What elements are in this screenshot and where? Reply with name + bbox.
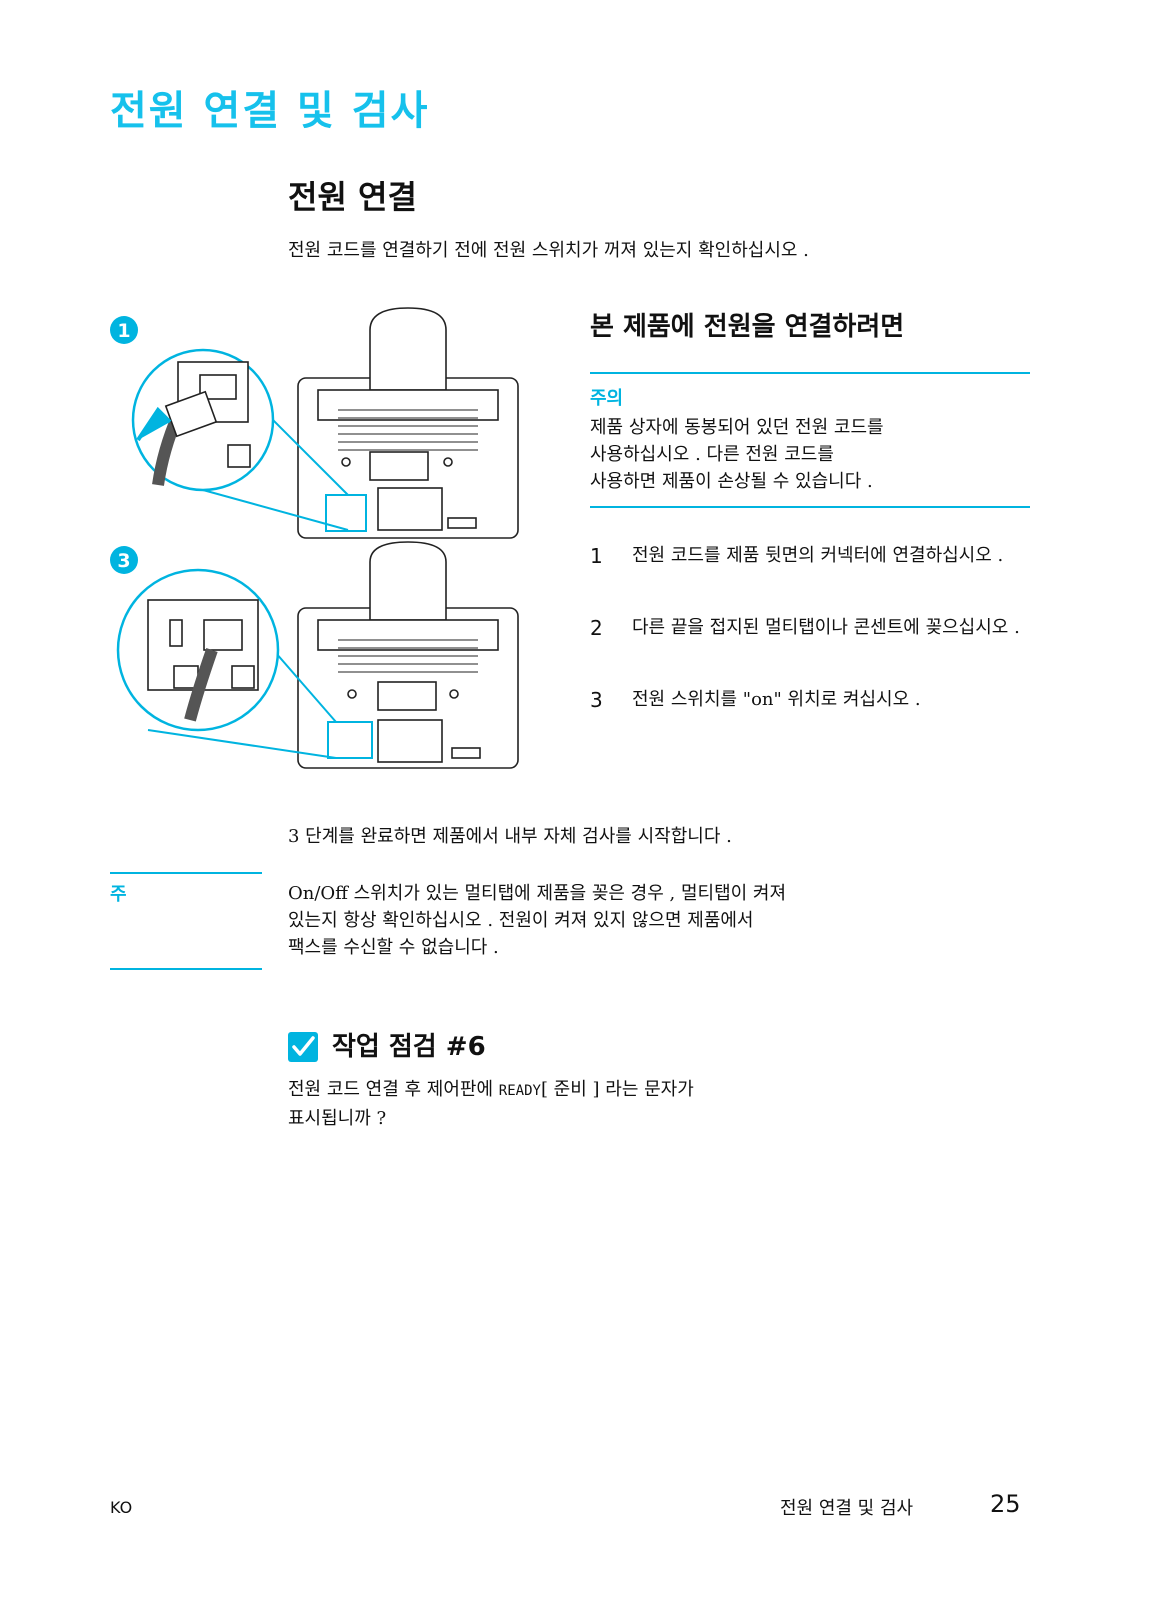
callout-1: 1	[110, 316, 138, 344]
step-text: 다른 끝을 접지된 멀티탭이나 콘센트에 꽂으십시오 .	[632, 617, 1020, 638]
caution-text: 제품 상자에 동봉되어 있던 전원 코드를 사용하십시오 . 다른 전원 코드를…	[590, 414, 1030, 495]
step-text: 전원 코드를 제품 뒷면의 커넥터에 연결하십시오 .	[632, 545, 1004, 566]
step-number: 1	[590, 544, 603, 568]
ready-display-text: READY	[498, 1083, 541, 1099]
intro-text: 전원 코드를 연결하기 전에 전원 스위치가 꺼져 있는지 확인하십시오 .	[288, 240, 809, 261]
procedure-title: 본 제품에 전원을 연결하려면	[590, 312, 905, 342]
checkpoint-line-1: 전원 코드 연결 후 제어판에 READY[ 준비 ] 라는 문자가	[288, 1076, 928, 1105]
checkpoint-title: 작업 점검 #6	[332, 1032, 486, 1062]
note-text: On/Off 스위치가 있는 멀티탭에 제품을 꽂은 경우 , 멀티탭이 켜져 …	[288, 880, 1048, 961]
svg-text:3: 3	[117, 550, 130, 572]
caution-rule-top	[590, 372, 1030, 374]
step-2: 2 다른 끝을 접지된 멀티탭이나 콘센트에 꽂으십시오 .	[590, 614, 1030, 642]
caution-line: 사용하면 제품이 손상될 수 있습니다 .	[590, 471, 873, 492]
note-line: 있는지 항상 확인하십시오 . 전원이 켜져 있지 않으면 제품에서	[288, 910, 754, 931]
step-number: 3	[590, 688, 603, 712]
checkpoint-text-before: 전원 코드 연결 후 제어판에	[288, 1079, 499, 1100]
footer-language: KO	[110, 1498, 133, 1517]
chapter-title: 전원 연결 및 검사	[110, 88, 430, 134]
svg-text:1: 1	[117, 320, 130, 342]
footer-title: 전원 연결 및 검사	[780, 1498, 914, 1519]
note-line: 팩스를 수신할 수 없습니다 .	[288, 937, 499, 958]
zoom-detail-power-switch	[116, 568, 337, 759]
printer-back-top	[297, 307, 519, 539]
checkpoint-line-2: 표시됩니까 ?	[288, 1108, 387, 1129]
callout-3: 3	[110, 546, 138, 574]
step-text: 전원 스위치를 "on" 위치로 켜십시오 .	[632, 689, 921, 710]
caution-line: 사용하십시오 . 다른 전원 코드를	[590, 444, 834, 465]
note-rule-bottom	[110, 968, 262, 970]
self-test-text: 3 단계를 완료하면 제품에서 내부 자체 검사를 시작합니다 .	[288, 826, 732, 847]
checkmark-icon	[288, 1032, 318, 1062]
checkpoint-text-after: [ 준비 ] 라는 문자가	[540, 1079, 694, 1100]
printer-back-bottom	[297, 541, 519, 769]
caution-line: 제품 상자에 동봉되어 있던 전원 코드를	[590, 417, 884, 438]
note-label: 주	[110, 884, 127, 905]
zoom-detail-power-plug	[131, 348, 349, 531]
page-number: 25	[990, 1490, 1021, 1518]
step-3: 3 전원 스위치를 "on" 위치로 켜십시오 .	[590, 686, 1030, 714]
caution-label: 주의	[590, 388, 624, 409]
note-line: On/Off 스위치가 있는 멀티탭에 제품을 꽂은 경우 , 멀티탭이 켜져	[288, 883, 787, 904]
caution-rule-bottom	[590, 506, 1030, 508]
power-connection-illustration: 1 3	[110, 307, 519, 769]
step-number: 2	[590, 616, 603, 640]
checkpoint-text: 전원 코드 연결 후 제어판에 READY[ 준비 ] 라는 문자가 표시됩니까…	[288, 1076, 928, 1132]
note-rule-top	[110, 872, 262, 874]
step-1: 1 전원 코드를 제품 뒷면의 커넥터에 연결하십시오 .	[590, 542, 1030, 570]
section-title: 전원 연결	[288, 178, 417, 216]
